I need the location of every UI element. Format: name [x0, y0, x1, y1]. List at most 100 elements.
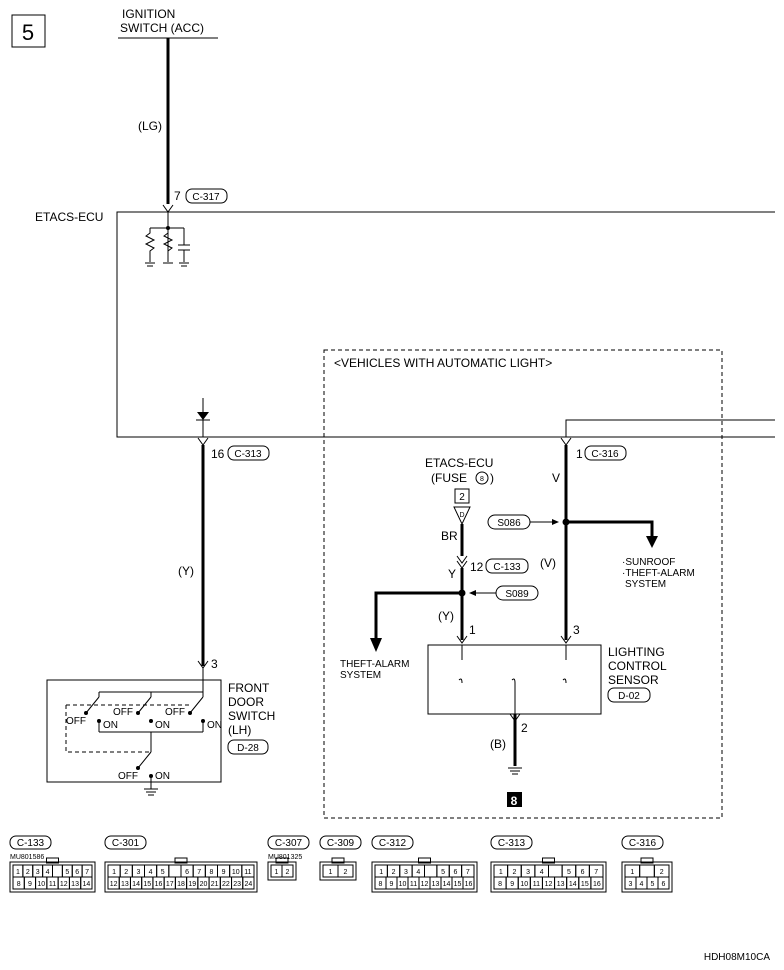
svg-text:7: 7 — [197, 869, 201, 876]
pin-7-chevron — [162, 204, 174, 213]
svg-text:5: 5 — [567, 869, 571, 876]
svg-text:11: 11 — [533, 881, 540, 888]
svg-text:11: 11 — [410, 881, 417, 888]
wire-lg-label: (LG) — [138, 119, 162, 133]
wire-b-label: (B) — [490, 737, 506, 751]
pin-1-top: 1 — [576, 447, 583, 461]
svg-text:13: 13 — [121, 881, 129, 888]
connector-d02: D-02 — [618, 691, 640, 702]
svg-text:6: 6 — [185, 869, 189, 876]
ground-symbol — [508, 767, 522, 775]
door-switch-label-4: (LH) — [228, 723, 251, 737]
svg-text:13: 13 — [71, 881, 79, 888]
connector-c317: C-317 — [192, 192, 220, 203]
svg-text:1: 1 — [379, 869, 383, 876]
svg-text:15: 15 — [581, 881, 589, 888]
connector-c313: C-313 — [234, 449, 262, 460]
fuse-pin-box — [454, 488, 470, 504]
door-switch-label-3: SWITCH — [228, 709, 275, 723]
ignition-label-1: IGNITION — [122, 7, 175, 21]
svg-text:8: 8 — [209, 869, 213, 876]
sensor-label-3: SENSOR — [608, 673, 659, 687]
svg-text:9: 9 — [510, 881, 514, 888]
input-resistor-network — [144, 212, 190, 267]
lighting-sensor-internal — [458, 645, 567, 714]
connector-d28: D-28 — [237, 743, 259, 754]
fuse-close: ) — [490, 471, 494, 485]
wire-y-short-label: Y — [448, 567, 456, 581]
svg-text:2: 2 — [286, 869, 290, 876]
connector-c316-badge — [584, 445, 627, 461]
svg-text:8: 8 — [17, 881, 21, 888]
wire-sunroof — [566, 520, 654, 538]
auto-light-box — [323, 349, 723, 819]
svg-text:1: 1 — [112, 869, 116, 876]
svg-text:4: 4 — [46, 869, 50, 876]
svg-text:4: 4 — [640, 881, 644, 888]
connector-c133-badge — [485, 558, 529, 574]
fuse-title: ETACS-ECU — [425, 456, 493, 470]
svg-text:1: 1 — [275, 869, 279, 876]
page-number: 5 — [22, 20, 34, 45]
svg-text:6: 6 — [662, 881, 666, 888]
fuse-d-triangle — [453, 506, 471, 526]
switch-off-4: OFF — [118, 771, 138, 782]
svg-text:12: 12 — [421, 881, 429, 888]
ignition-label-2: SWITCH (ACC) — [120, 21, 204, 35]
svg-text:1: 1 — [329, 869, 333, 876]
connector-view-label: C-312 — [379, 838, 407, 849]
svg-text:19: 19 — [188, 881, 196, 888]
svg-text:14: 14 — [82, 881, 90, 888]
switch-off-2: OFF — [113, 707, 133, 718]
svg-text:23: 23 — [233, 881, 241, 888]
figure-code: HDH08M10CA — [704, 952, 770, 963]
ground-ref: 8 — [511, 794, 518, 808]
svg-text:22: 22 — [222, 881, 230, 888]
svg-text:20: 20 — [200, 881, 208, 888]
connector-view-label: C-309 — [327, 838, 355, 849]
svg-text:18: 18 — [177, 881, 185, 888]
wire-y-paren-label: (Y) — [438, 609, 454, 623]
pin-3: 3 — [573, 623, 580, 637]
svg-text:2: 2 — [660, 869, 664, 876]
svg-text:8: 8 — [379, 881, 383, 888]
switch-on-3: ON — [207, 720, 222, 731]
svg-text:10: 10 — [232, 869, 240, 876]
svg-text:16: 16 — [465, 881, 473, 888]
svg-text:15: 15 — [143, 881, 151, 888]
connector-view-label: C-313 — [498, 838, 526, 849]
wire-y-label: (Y) — [178, 564, 194, 578]
svg-text:12: 12 — [60, 881, 68, 888]
svg-text:2: 2 — [344, 869, 348, 876]
svg-text:1: 1 — [16, 869, 20, 876]
pin-2: 2 — [521, 721, 528, 735]
svg-text:14: 14 — [569, 881, 577, 888]
svg-text:16: 16 — [155, 881, 163, 888]
sunroof-label-2: ·THEFT-ALARM — [622, 568, 695, 579]
fuse-number-circle — [475, 471, 489, 485]
svg-text:11: 11 — [49, 881, 56, 888]
svg-text:17: 17 — [166, 881, 174, 888]
pin-1: 1 — [469, 623, 476, 637]
svg-text:6: 6 — [581, 869, 585, 876]
connector-view-label: C-133 — [17, 838, 45, 849]
connector-d02-badge — [607, 687, 651, 703]
etacs-ecu-label: ETACS-ECU — [35, 210, 103, 224]
svg-text:3: 3 — [36, 869, 40, 876]
svg-text:6: 6 — [75, 869, 79, 876]
svg-text:3: 3 — [629, 881, 633, 888]
svg-text:12: 12 — [110, 881, 118, 888]
wire-v-label: V — [552, 471, 560, 485]
connector-c313-badge — [227, 445, 270, 461]
diode-symbol — [197, 412, 209, 420]
svg-text:15: 15 — [454, 881, 462, 888]
splice-s089: S089 — [505, 589, 529, 600]
pin-16: 16 — [211, 447, 225, 461]
theft-label-2: SYSTEM — [340, 670, 381, 681]
